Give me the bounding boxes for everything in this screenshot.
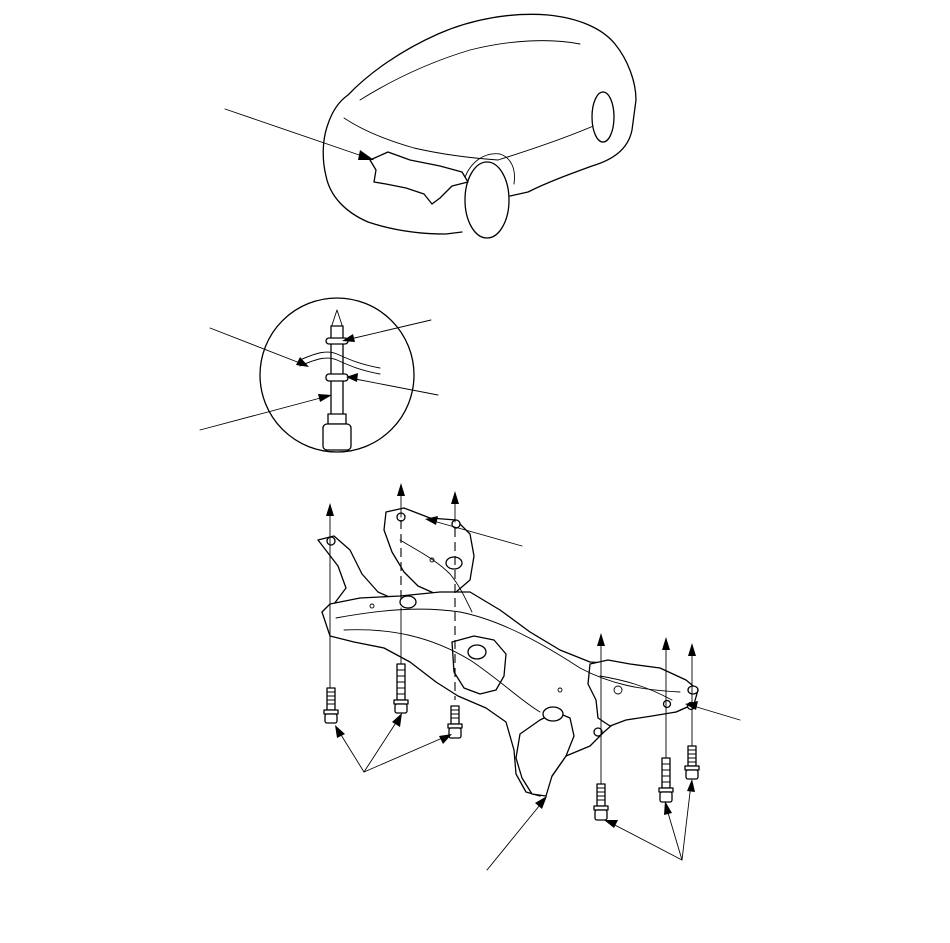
subframe-callouts	[335, 516, 741, 871]
inset-callouts	[199, 319, 439, 431]
arrowhead-right-bolts-c	[687, 779, 695, 792]
arrowhead-plate	[296, 357, 309, 367]
mount-detail-inset	[199, 297, 439, 453]
subframe-center-mount	[451, 635, 507, 695]
arrowhead-right-mount	[685, 701, 698, 710]
lower-washer	[325, 373, 349, 382]
arrowhead-rear-bracket	[425, 516, 438, 525]
mount-stud-assembly	[299, 309, 381, 451]
leader-left-bolts-c	[363, 735, 448, 773]
car-side-crease	[497, 123, 599, 161]
car-body-outline	[322, 13, 637, 235]
front-subframe	[317, 507, 699, 797]
car-front-wheel-arch	[463, 153, 515, 185]
stud-tip	[330, 309, 344, 329]
direction-arrow-1	[326, 503, 334, 516]
leader-right-bolts-a	[608, 821, 683, 861]
arrowhead-lower-washer	[346, 373, 358, 382]
front-mount-bushing	[542, 706, 564, 722]
location-leader-arrowhead	[358, 150, 374, 160]
direction-arrow-5	[662, 637, 670, 650]
arrowhead-right-bolts-b	[664, 801, 672, 815]
leader-left-bolts-a	[337, 729, 365, 773]
arrowhead-left-bolts-a	[335, 725, 345, 738]
arrowhead-left-bolts-c	[439, 734, 452, 744]
small-hole-b	[557, 687, 563, 693]
subframe-location-marker	[369, 151, 469, 205]
upper-plate-lower-edge	[299, 357, 381, 375]
arrowhead-right-bolts-a	[604, 820, 618, 828]
mounting-bolts	[323, 663, 700, 821]
center-mount-bushing	[467, 644, 487, 660]
arrowhead-upper-washer	[342, 334, 355, 342]
leader-right-bolts-b	[665, 805, 683, 861]
inset-circle	[259, 297, 415, 453]
arrowhead-left-bolts-b	[392, 713, 402, 727]
arrowhead-subframe	[535, 796, 547, 809]
bolt-hole-4	[593, 727, 603, 737]
location-leader-line	[224, 108, 369, 159]
direction-arrow-3	[451, 491, 459, 504]
leader-plate	[209, 327, 306, 366]
subframe-exploded-view	[317, 483, 741, 871]
mounting-bolt-6	[684, 745, 700, 780]
subframe-crease-2	[343, 629, 541, 713]
leader-right-bolts-c	[681, 783, 692, 861]
small-hole-a	[369, 603, 375, 609]
bolt-hole-1	[326, 536, 336, 546]
small-hole-d	[429, 557, 435, 563]
subframe-crease-1	[335, 608, 681, 693]
car-front-wheel	[464, 161, 510, 239]
leader-rear-bracket	[429, 519, 523, 547]
bolt-hole-5	[662, 699, 672, 709]
leader-left-bolts-b	[363, 717, 400, 773]
arrowhead-stud	[318, 394, 332, 402]
direction-arrow-6	[688, 643, 696, 656]
mounting-bolt-2	[393, 663, 409, 714]
car-roofline	[359, 40, 581, 101]
right-mount-bushing	[687, 685, 699, 695]
leader-lower-washer	[349, 377, 439, 396]
car-windshield-edge	[343, 117, 499, 161]
subframe-crease-3	[399, 539, 473, 613]
installation-direction-lines	[326, 483, 696, 785]
left-mount-bushing	[399, 595, 417, 609]
mounting-bolt-4	[593, 783, 609, 821]
mounting-bolt-3	[447, 705, 463, 739]
upper-plate	[299, 351, 381, 369]
leader-right-mount	[689, 704, 741, 721]
car-rear-wheel	[591, 91, 615, 143]
mounting-bolt-5	[658, 757, 674, 803]
direction-arrow-2	[397, 483, 405, 496]
small-hole-c	[613, 685, 623, 695]
subframe-right-arm	[587, 659, 699, 727]
stud-base	[322, 423, 352, 451]
leader-stud	[199, 395, 329, 431]
stud-collar	[327, 413, 347, 425]
mounting-bolt-1	[323, 687, 339, 724]
direction-arrow-4	[597, 633, 605, 646]
leader-subframe	[486, 799, 545, 871]
bolt-hole-3	[451, 519, 461, 529]
subframe-crease-4	[599, 675, 673, 701]
vehicle-location-view	[224, 13, 637, 239]
rear-mount-bushing	[445, 556, 463, 570]
leader-upper-washer	[345, 319, 432, 341]
